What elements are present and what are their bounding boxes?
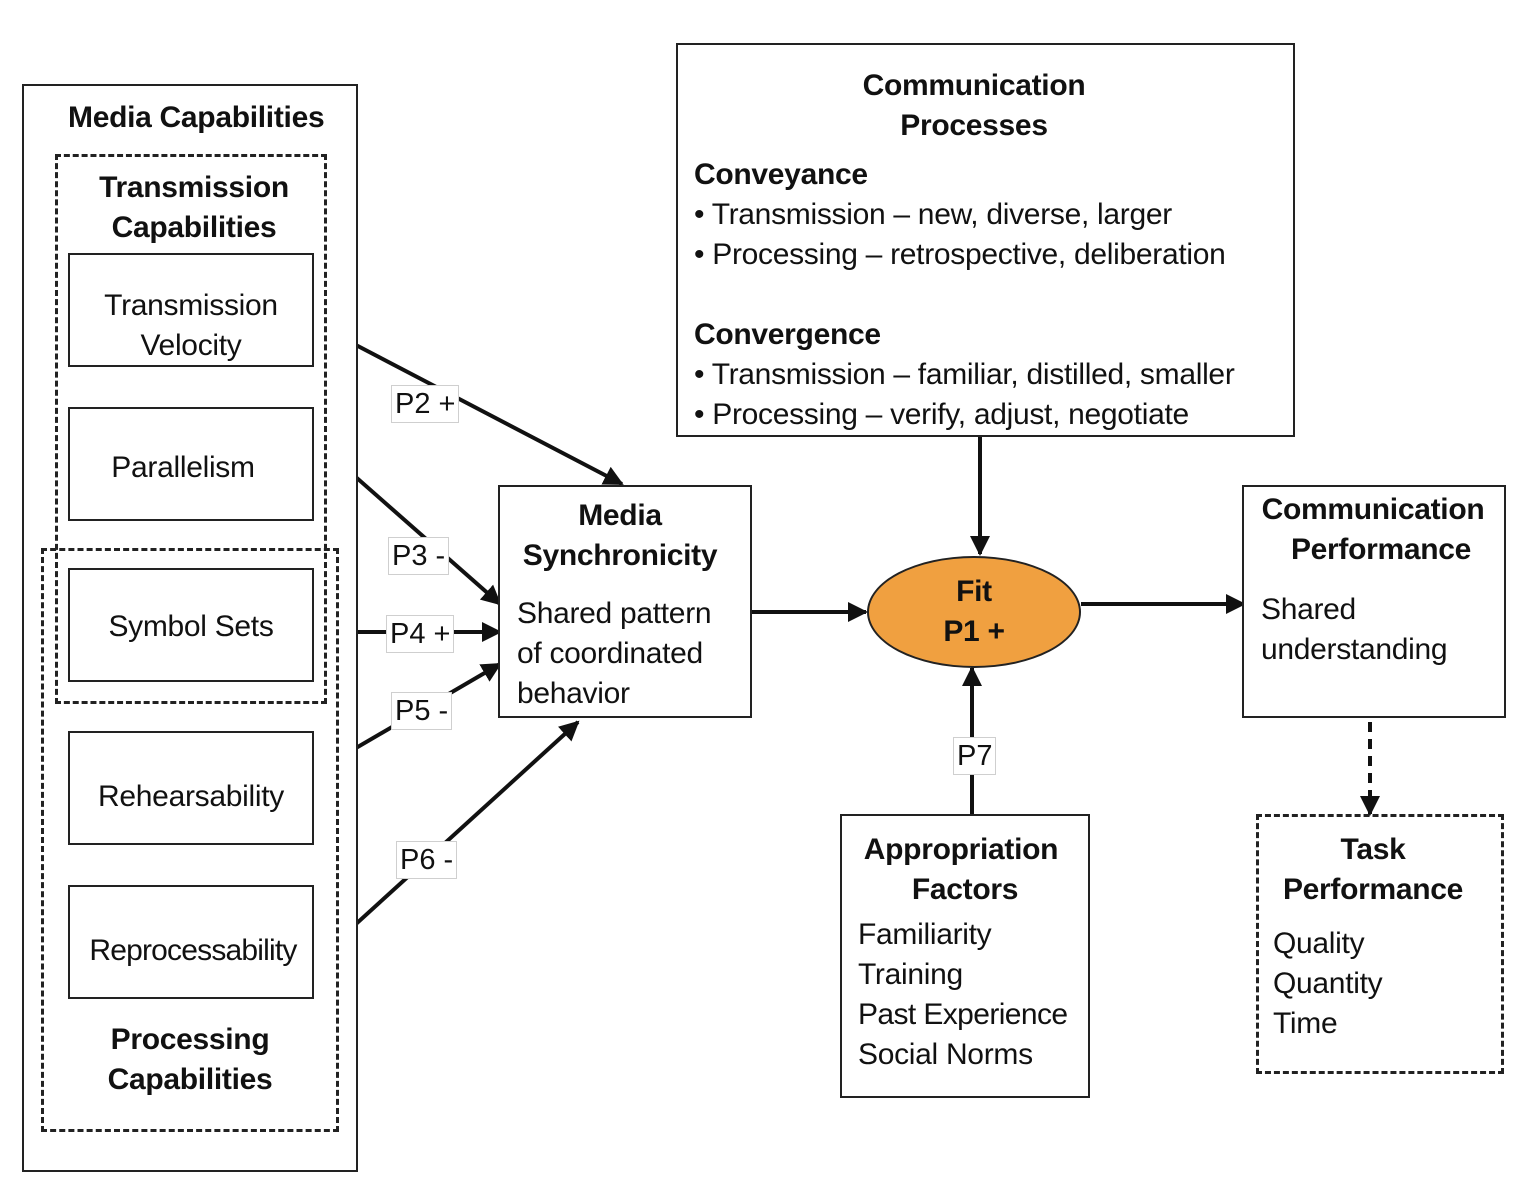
appropriation-factor-item: Past Experience [858,998,1068,1031]
capability-reprocessability-label: Reprocessability [89,934,297,967]
appropriation-factors-title-2: Factors [911,873,1019,906]
appropriation-factor-item: Training [858,958,963,991]
media-capabilities-title: Media Capabilities [68,101,325,134]
capability-transmission-velocity-line2: Velocity [140,329,242,362]
task-performance-item: Quality [1273,927,1365,960]
communication-performance-body-1: Shared [1261,593,1356,626]
capability-rehearsability [68,731,314,845]
fit-label-1: Fit [956,575,992,608]
conveyance-heading: Conveyance [694,158,868,191]
task-performance-item: Quantity [1273,967,1383,1000]
task-performance-title-1: Task [1340,833,1406,866]
transmission-capabilities-title-2: Capabilities [111,211,277,244]
processing-capabilities-title-2: Capabilities [107,1063,273,1096]
processing-capabilities-group [41,548,339,1132]
processing-capabilities-title-1: Processing [110,1023,270,1056]
capability-parallelism-label: Parallelism [111,451,255,484]
communication-performance-title-2: Performance [1290,533,1472,566]
proposition-p4: P4 + [386,615,455,653]
proposition-p6: P6 - [396,841,458,879]
communication-performance-box [1242,485,1506,718]
arrow-p2 [307,318,624,486]
conveyance-bullet-2: • Processing – retrospective, deliberati… [694,238,1226,271]
capability-reprocessability [68,885,314,999]
appropriation-factors-title-1: Appropriation [863,833,1059,866]
capability-symbol-sets [68,568,314,682]
media-synchronicity-body-2: of coordinated [517,637,703,670]
media-synchronicity-title-2: Synchronicity [522,539,718,572]
transmission-capabilities-title-1: Transmission [99,171,289,204]
task-performance-title-2: Performance [1282,873,1464,906]
media-synchronicity-body-3: behavior [517,677,630,710]
capability-transmission-velocity-line1: Transmission [104,289,278,322]
media-synchronicity-box [498,485,752,718]
proposition-p2: P2 + [391,385,460,423]
proposition-p5: P5 - [391,692,453,730]
communication-performance-title-1: Communication [1261,493,1485,526]
appropriation-factor-item: Familiarity [858,918,992,951]
proposition-p3: P3 - [388,537,450,575]
capability-parallelism [68,407,314,521]
appropriation-factors-box [840,814,1090,1098]
convergence-bullet-1: • Transmission – familiar, distilled, sm… [694,358,1235,391]
fit-label-2: P1 + [943,615,1005,648]
transmission-capabilities-group [55,154,327,704]
media-synchronicity-body-1: Shared pattern [517,597,712,630]
proposition-p7: P7 [953,737,997,775]
capability-symbol-sets-label: Symbol Sets [108,610,274,643]
communication-processes-title-1: Communication [862,69,1086,102]
task-performance-item: Time [1273,1007,1338,1040]
convergence-heading: Convergence [694,318,881,351]
communication-processes-box [676,43,1295,437]
convergence-bullet-2: • Processing – verify, adjust, negotiate [694,398,1189,431]
fit-ellipse [867,556,1081,668]
capability-transmission-velocity [68,253,314,367]
media-synchronicity-title-1: Media [578,499,662,532]
communication-processes-title-2: Processes [900,109,1048,142]
appropriation-factor-item: Social Norms [858,1038,1033,1071]
conveyance-bullet-1: • Transmission – new, diverse, larger [694,198,1172,231]
capability-rehearsability-label: Rehearsability [98,780,284,813]
task-performance-box [1256,814,1504,1074]
communication-performance-body-2: understanding [1261,633,1448,666]
